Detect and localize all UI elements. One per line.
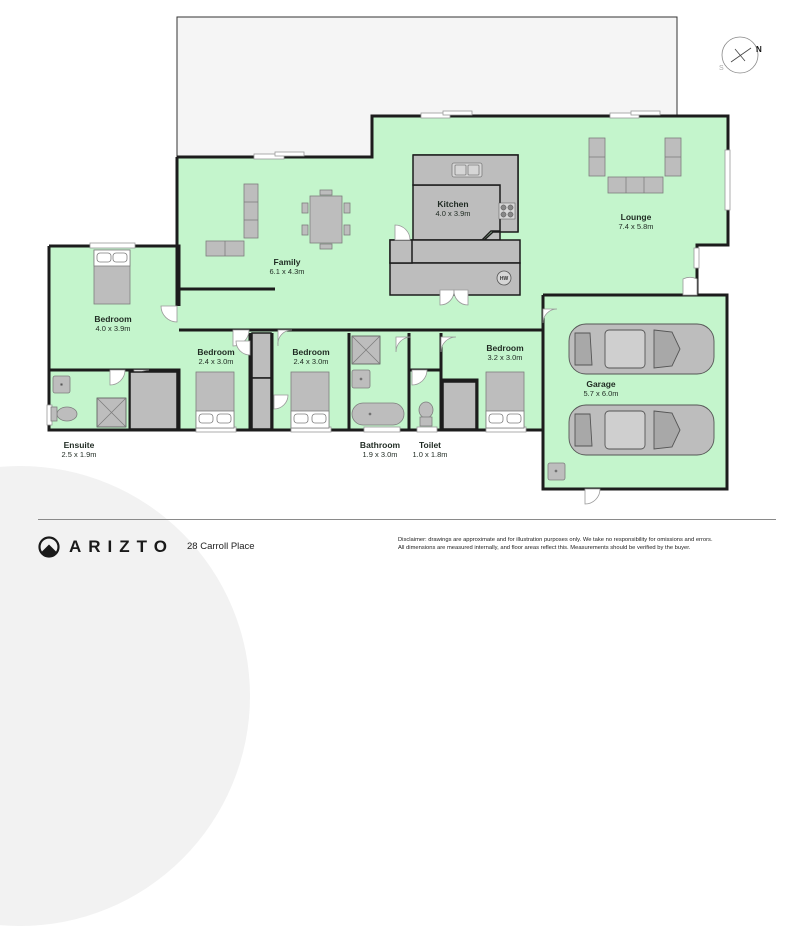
svg-text:S: S	[719, 65, 724, 72]
wardrobes	[129, 332, 477, 430]
kitchen-sink	[451, 162, 483, 178]
disclaimer: Disclaimer: drawings are approximate and…	[398, 537, 768, 553]
disclaimer-line-2: All dimensions are measured internally, …	[398, 544, 691, 551]
disclaimer-line-1: Disclaimer: drawings are approximate and…	[398, 537, 713, 543]
furniture	[50, 137, 682, 481]
svg-text:N: N	[756, 45, 762, 54]
compass-icon: N S	[719, 36, 762, 74]
background-arc	[0, 466, 250, 926]
cooktop	[498, 202, 516, 220]
floor-plan: HW	[46, 16, 762, 505]
garage-cars	[568, 323, 715, 456]
brand-name: ARIZTO	[69, 537, 174, 556]
doors	[109, 224, 698, 505]
hot-water-unit: HW	[496, 270, 512, 286]
footer-divider	[38, 519, 776, 520]
property-address: 28 Carroll Place	[187, 541, 255, 552]
mountain-logo-icon	[38, 536, 60, 558]
svg-text:HW: HW	[500, 276, 509, 282]
brand-logo: ARIZTO	[38, 536, 174, 558]
windows	[46, 110, 731, 433]
